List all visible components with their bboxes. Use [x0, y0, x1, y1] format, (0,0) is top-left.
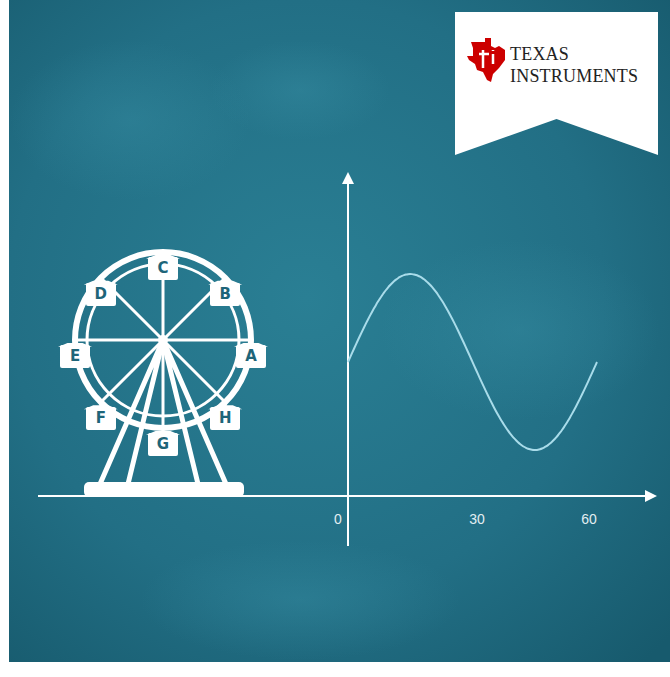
- y-axis: [347, 180, 349, 546]
- graph-axes: [38, 172, 657, 546]
- gondola-letter: A: [245, 349, 257, 364]
- logo-banner: TEXAS INSTRUMENTS: [455, 12, 658, 155]
- texture: [380, 240, 660, 420]
- gondola-letter: E: [70, 349, 80, 364]
- gondola-letter: G: [157, 437, 169, 452]
- texture: [10, 40, 250, 200]
- axis-tick-label: 60: [581, 512, 597, 526]
- gondola-box: A: [236, 345, 266, 368]
- axis-tick-label: 0: [334, 512, 342, 526]
- chalkboard-ground: [9, 0, 670, 662]
- spoke: [101, 340, 163, 402]
- gondola-box: C: [148, 257, 178, 280]
- gondola-letter: F: [96, 411, 106, 426]
- y-axis-arrow: [342, 172, 354, 184]
- gondola-box: B: [210, 283, 240, 306]
- x-axis-arrow: [645, 490, 657, 502]
- outer-rim: [75, 252, 251, 428]
- axis-tick-label: 30: [469, 512, 485, 526]
- texture: [140, 540, 460, 660]
- spoke: [163, 340, 225, 402]
- ferris-wheel: [58, 252, 268, 497]
- ti-logo-icon: [467, 38, 505, 82]
- hub: [158, 335, 168, 345]
- gondola-box: E: [60, 345, 90, 368]
- spoke: [75, 339, 163, 342]
- sine-curve: [348, 274, 597, 450]
- gondola-box: D: [86, 283, 116, 306]
- gondola-letter: D: [95, 287, 107, 302]
- wheel-base: [84, 482, 244, 497]
- ti-logo-mark: [479, 50, 493, 68]
- banner-ground: [455, 12, 658, 155]
- gondola-letter: C: [157, 261, 168, 276]
- gondola-letter: B: [220, 287, 231, 302]
- spoke: [162, 340, 165, 428]
- gondola-box: F: [86, 407, 116, 430]
- gondola-box: H: [210, 407, 240, 430]
- spoke: [163, 339, 251, 342]
- texture: [210, 40, 390, 140]
- gondola-box: G: [148, 433, 178, 456]
- x-axis: [38, 495, 650, 497]
- wheel-legs: [100, 340, 226, 484]
- gondola-letter: H: [219, 411, 232, 426]
- company-name: TEXAS INSTRUMENTS: [510, 44, 642, 87]
